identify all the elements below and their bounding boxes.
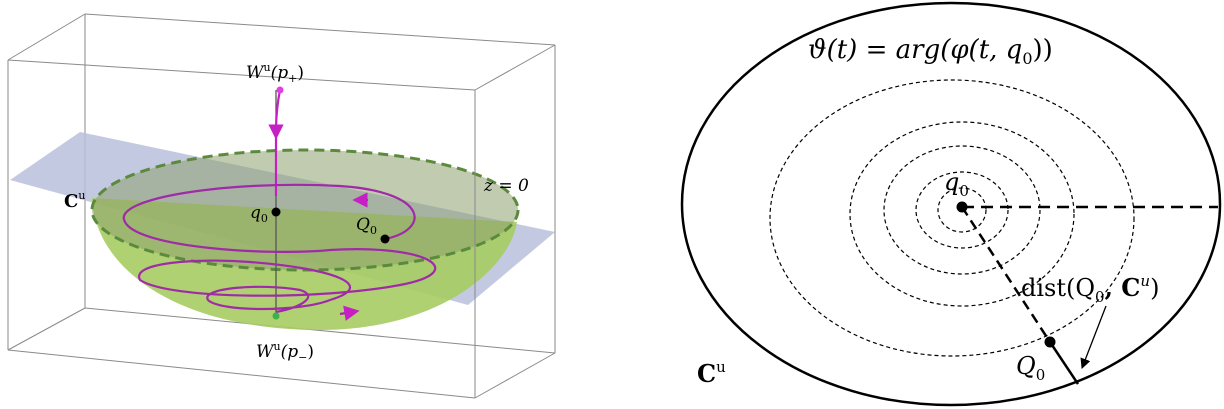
label-q0-left: q0 xyxy=(250,203,268,225)
label-dist: dist(Q0, Cu) xyxy=(1021,272,1159,306)
label-cu-right: Cu xyxy=(697,358,726,388)
level-curve-4 xyxy=(849,121,1075,307)
spiral-orbit xyxy=(122,183,437,314)
q0-point xyxy=(271,207,281,217)
left-panel: Wu(p+) Cu z = 0 q0 Q0 Wu(p−) xyxy=(7,13,556,399)
bounding-box-front xyxy=(7,44,556,399)
cu-boundary xyxy=(680,1,1222,407)
label-Q0-left: Q0 xyxy=(356,215,377,237)
dashed-level-curves xyxy=(769,79,1135,357)
level-curve-1 xyxy=(937,187,987,233)
p-plus-point xyxy=(276,86,284,94)
right-panel: ϑ(t) = arg(φ(t, q0)) q0 Q0 dist(Q0, Cu) … xyxy=(680,1,1222,407)
p-minus-point xyxy=(272,312,280,320)
formula-theta: ϑ(t) = arg(φ(t, q0)) xyxy=(808,35,1053,68)
level-curve-3 xyxy=(883,145,1041,275)
bowl-opening xyxy=(92,150,518,270)
label-z0: z = 0 xyxy=(483,176,529,196)
q0-point-right xyxy=(956,201,968,213)
bowl-rim-cu xyxy=(90,148,520,272)
radial-segment xyxy=(960,206,1052,343)
label-wu-plus: Wu(p+) xyxy=(246,61,304,85)
dist-pointer-arrow xyxy=(1080,305,1107,369)
level-curve-5 xyxy=(769,79,1135,357)
distance-segment xyxy=(1048,341,1080,385)
Q0-point xyxy=(380,234,390,244)
level-curve-2 xyxy=(915,171,1009,249)
label-Q0-right: Q0 xyxy=(1016,352,1045,384)
orbit-arrow-lower xyxy=(339,305,360,321)
Q0-point-right xyxy=(1044,336,1056,348)
label-cu-left: Cu xyxy=(64,189,85,212)
label-q0-right: q0 xyxy=(944,168,969,200)
label-wu-minus: Wu(p−) xyxy=(256,340,314,364)
